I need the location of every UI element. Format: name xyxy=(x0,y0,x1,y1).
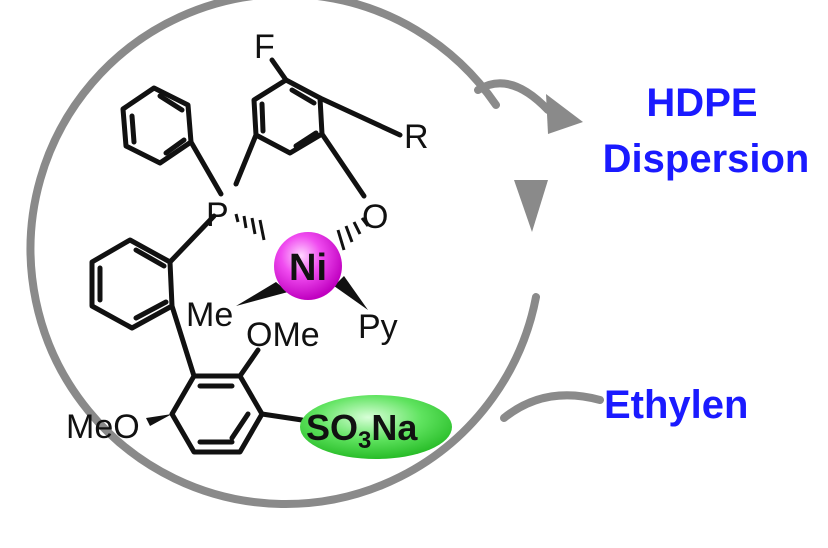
bond-ome-top xyxy=(237,347,261,379)
atom-oxygen: O xyxy=(362,198,388,236)
bond-sulfonate xyxy=(259,411,305,423)
biphenyl-upper-ring xyxy=(89,237,175,331)
atom-methoxy-left: MeO xyxy=(66,408,140,446)
atom-sulfonate: SO3Na xyxy=(306,407,418,454)
product-arrow-head xyxy=(546,94,583,134)
wedge-ni-py xyxy=(334,276,368,310)
monomer-label: Ethylen xyxy=(604,383,748,427)
product-label-line1: HDPE xyxy=(646,81,757,125)
bond-ring-r xyxy=(317,95,403,138)
hash-p-ni xyxy=(234,213,266,241)
bond-ring-p xyxy=(233,132,259,187)
product-label-line2: Dispersion xyxy=(603,137,810,181)
hash-o-ni xyxy=(336,217,370,251)
atom-phosphorus: P xyxy=(206,196,229,234)
atom-r-group: R xyxy=(404,118,429,156)
monomer-entry-arc xyxy=(500,391,604,422)
wedge-meo xyxy=(146,414,172,426)
bond-biaryl xyxy=(169,303,197,379)
molecule-bonds xyxy=(89,57,403,455)
nickel-sphere xyxy=(274,232,342,300)
bond-p-aryl xyxy=(167,213,217,265)
atom-fluorine: F xyxy=(254,28,275,66)
hashed-bonds xyxy=(234,213,370,251)
sulfonate-main: SO xyxy=(306,407,358,448)
sulfonate-end: Na xyxy=(371,407,418,448)
atom-methyl: Me xyxy=(186,296,233,334)
phenyl-ring xyxy=(120,85,194,166)
wedge-ni-me xyxy=(236,282,288,306)
atom-nickel: Ni xyxy=(289,247,327,289)
catalytic-cycle xyxy=(26,0,604,508)
cycle-arrow-head xyxy=(514,180,548,232)
cycle-arc xyxy=(26,0,540,508)
atom-pyridine: Py xyxy=(358,308,398,346)
sulfonate-ellipse xyxy=(300,395,452,459)
sulfonate-subscript: 3 xyxy=(358,427,371,454)
product-release-arc xyxy=(474,79,552,114)
bond-phenyl-p xyxy=(188,139,224,197)
atom-methoxy-top: OMe xyxy=(246,316,320,354)
bond-ring-f xyxy=(269,57,289,83)
bond-ring-o xyxy=(319,131,367,199)
